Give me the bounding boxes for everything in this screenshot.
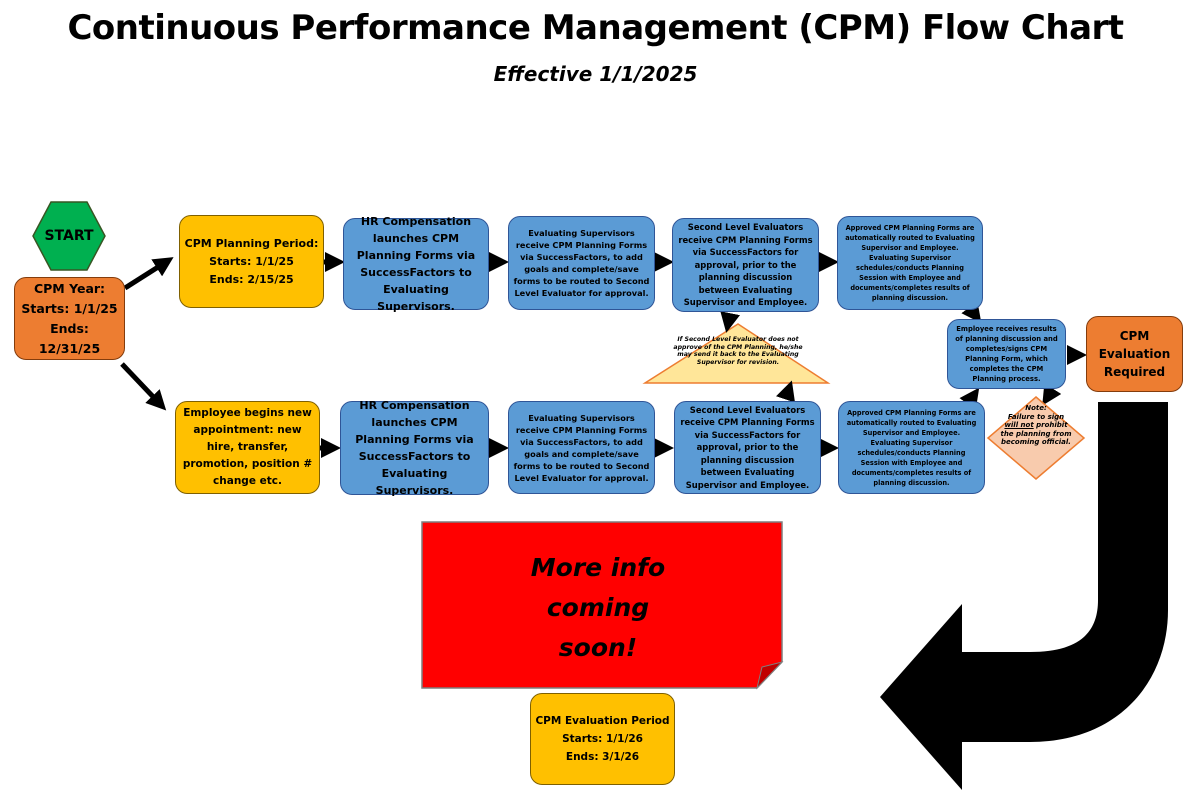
more-info-text: More info coming soon! (422, 548, 774, 668)
top-eval-supervisors-text: Evaluating Supervisors receive CPM Plann… (513, 228, 650, 298)
planning-period-starts: Starts: 1/1/25 (209, 254, 294, 268)
cpm-year-box: CPM Year: Starts: 1/1/25 Ends: 12/31/25 (14, 277, 125, 360)
failure-note-prefix: Note: (1025, 404, 1047, 412)
evaluation-period-starts: Starts: 1/1/26 (562, 733, 643, 745)
employee-receives-text: Employee receives results of planning di… (955, 325, 1058, 383)
effective-date: Effective 1/1/2025 (493, 62, 698, 86)
bottom-second-level-text: Second Level Evaluators receive CPM Plan… (680, 404, 815, 490)
arrow-to-triangle (720, 311, 740, 333)
more-info-line1: More info (530, 553, 666, 582)
top-hr-launch-box: HR Compensation launches CPM Planning Fo… (343, 215, 489, 313)
top-approved-text: Approved CPM Planning Forms are automati… (845, 224, 975, 302)
evaluation-period-box: CPM Evaluation Period Starts: 1/1/26 End… (530, 693, 675, 785)
top-hr-launch-text: HR Compensation launches CPM Planning Fo… (356, 215, 476, 313)
failure-note-rest: prohibit the planning from becoming offi… (1000, 421, 1072, 446)
revision-note-text: If Second Level Evaluator does not appro… (673, 336, 803, 366)
top-second-level-box: Second Level Evaluators receive CPM Plan… (672, 218, 819, 312)
start-hexagon (32, 201, 106, 271)
bottom-eval-supervisors-text: Evaluating Supervisors receive CPM Plann… (513, 412, 650, 483)
planning-period-ends: Ends: 2/15/25 (209, 272, 294, 286)
failure-note-diamond (986, 396, 1086, 480)
failure-note-underlined: will not (1004, 421, 1034, 429)
arrow-from-triangle (776, 380, 796, 403)
cpm-year-ends: Ends: 12/31/25 (38, 320, 101, 356)
bottom-approved-text: Approved CPM Planning Forms are automati… (846, 408, 977, 487)
arrow-year-to-appointment (120, 362, 167, 411)
failure-note-line-2: will not prohibit the planning from beco… (997, 421, 1075, 447)
sticky-note-fold (756, 661, 784, 690)
failure-note-line: Failure to sign (1007, 412, 1065, 421)
bottom-hr-launch-box: HR Compensation launches CPM Planning Fo… (340, 399, 489, 497)
new-appointment-box: Employee begins new appointment: new hir… (175, 401, 320, 494)
evaluation-required-text: CPM Evaluation Required (1098, 329, 1171, 379)
employee-receives-box: Employee receives results of planning di… (947, 319, 1066, 389)
new-appointment-text: Employee begins new appointment: new hir… (182, 407, 313, 487)
top-second-level-text: Second Level Evaluators receive CPM Plan… (678, 222, 813, 308)
planning-period-label: CPM Planning Period: (184, 236, 319, 250)
top-eval-supervisors-box: Evaluating Supervisors receive CPM Plann… (508, 216, 655, 310)
more-info-line3: soon! (558, 633, 638, 662)
bottom-approved-box: Approved CPM Planning Forms are automati… (838, 401, 985, 494)
revision-triangle (642, 323, 831, 384)
bottom-second-level-box: Second Level Evaluators receive CPM Plan… (674, 401, 821, 494)
evaluation-required-box: CPM Evaluation Required (1086, 316, 1183, 392)
big-return-arrow (880, 402, 1168, 790)
more-info-line2: coming (546, 593, 650, 622)
bottom-hr-launch-text: HR Compensation launches CPM Planning Fo… (355, 399, 474, 497)
failure-note-text: Note: Failure to sign will not prohibit … (997, 404, 1075, 447)
arrow-bottom-approved-to-employee (959, 387, 980, 410)
evaluation-period-label: CPM Evaluation Period (535, 715, 670, 727)
arrow-employee-to-note (1042, 383, 1062, 406)
cpm-year-label: CPM Year: (33, 280, 106, 296)
start-label: START (44, 228, 94, 244)
evaluation-period-ends: Ends: 3/1/26 (565, 751, 640, 763)
bottom-eval-supervisors-box: Evaluating Supervisors receive CPM Plann… (508, 401, 655, 494)
arrow-year-to-planning (123, 257, 174, 291)
top-approved-box: Approved CPM Planning Forms are automati… (837, 216, 983, 310)
planning-period-box: CPM Planning Period: Starts: 1/1/25 Ends… (179, 215, 324, 308)
cpm-year-starts: Starts: 1/1/25 (21, 300, 118, 316)
page-title: Continuous Performance Management (CPM) … (67, 8, 1124, 48)
